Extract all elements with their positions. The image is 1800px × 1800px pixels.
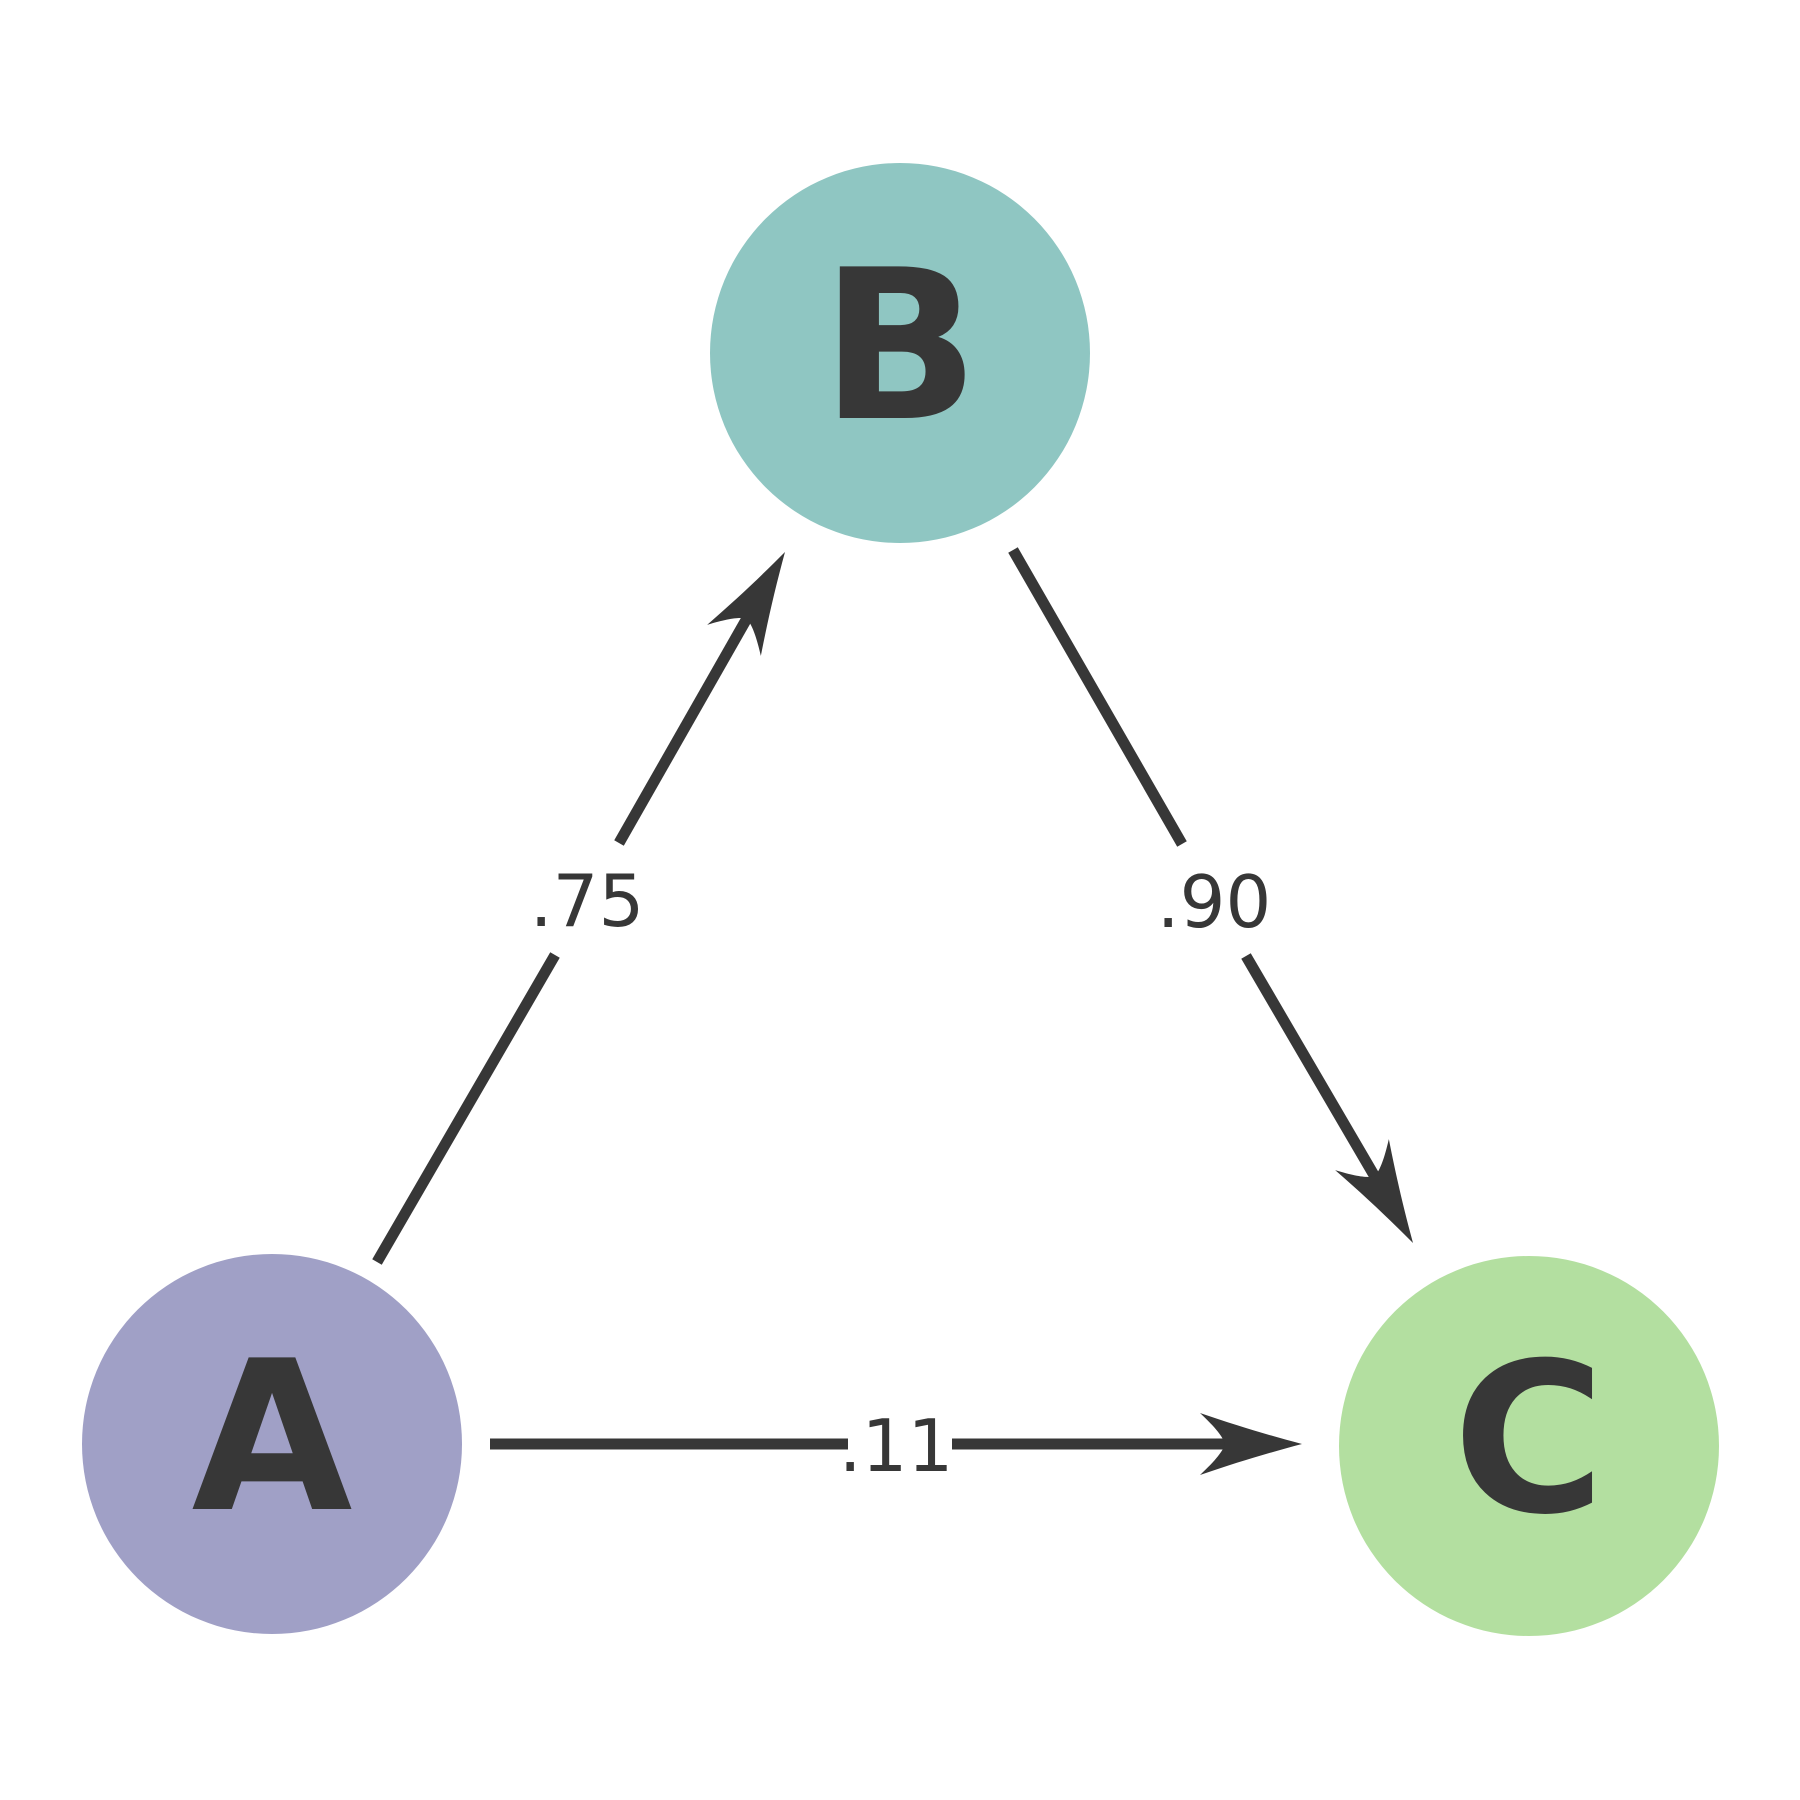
edge-a-c (490, 1413, 1302, 1475)
node-b-label: B (820, 226, 980, 468)
edge-a-b-segment (372, 952, 560, 1265)
arrowhead-a-c-icon (1200, 1413, 1302, 1475)
edge-a-c-weight-label: .11 (838, 1404, 954, 1488)
arrowhead-b-c-icon (1335, 1139, 1413, 1243)
node-c-label: C (1452, 1319, 1606, 1561)
edge-b-c-segment (1008, 547, 1187, 847)
edge-a-b-segment (614, 610, 755, 846)
edge-b-c-segment (1241, 953, 1383, 1185)
edge-a-b (372, 552, 785, 1265)
node-b: B (710, 163, 1090, 543)
node-c: C (1339, 1256, 1719, 1636)
node-a-label: A (191, 1317, 353, 1559)
arrowhead-a-b-icon (707, 552, 785, 656)
edge-b-c (1008, 547, 1413, 1243)
node-a: A (82, 1254, 462, 1634)
edge-a-b-weight-label: .75 (529, 859, 645, 943)
edge-b-c-weight-label: .90 (1156, 860, 1272, 944)
